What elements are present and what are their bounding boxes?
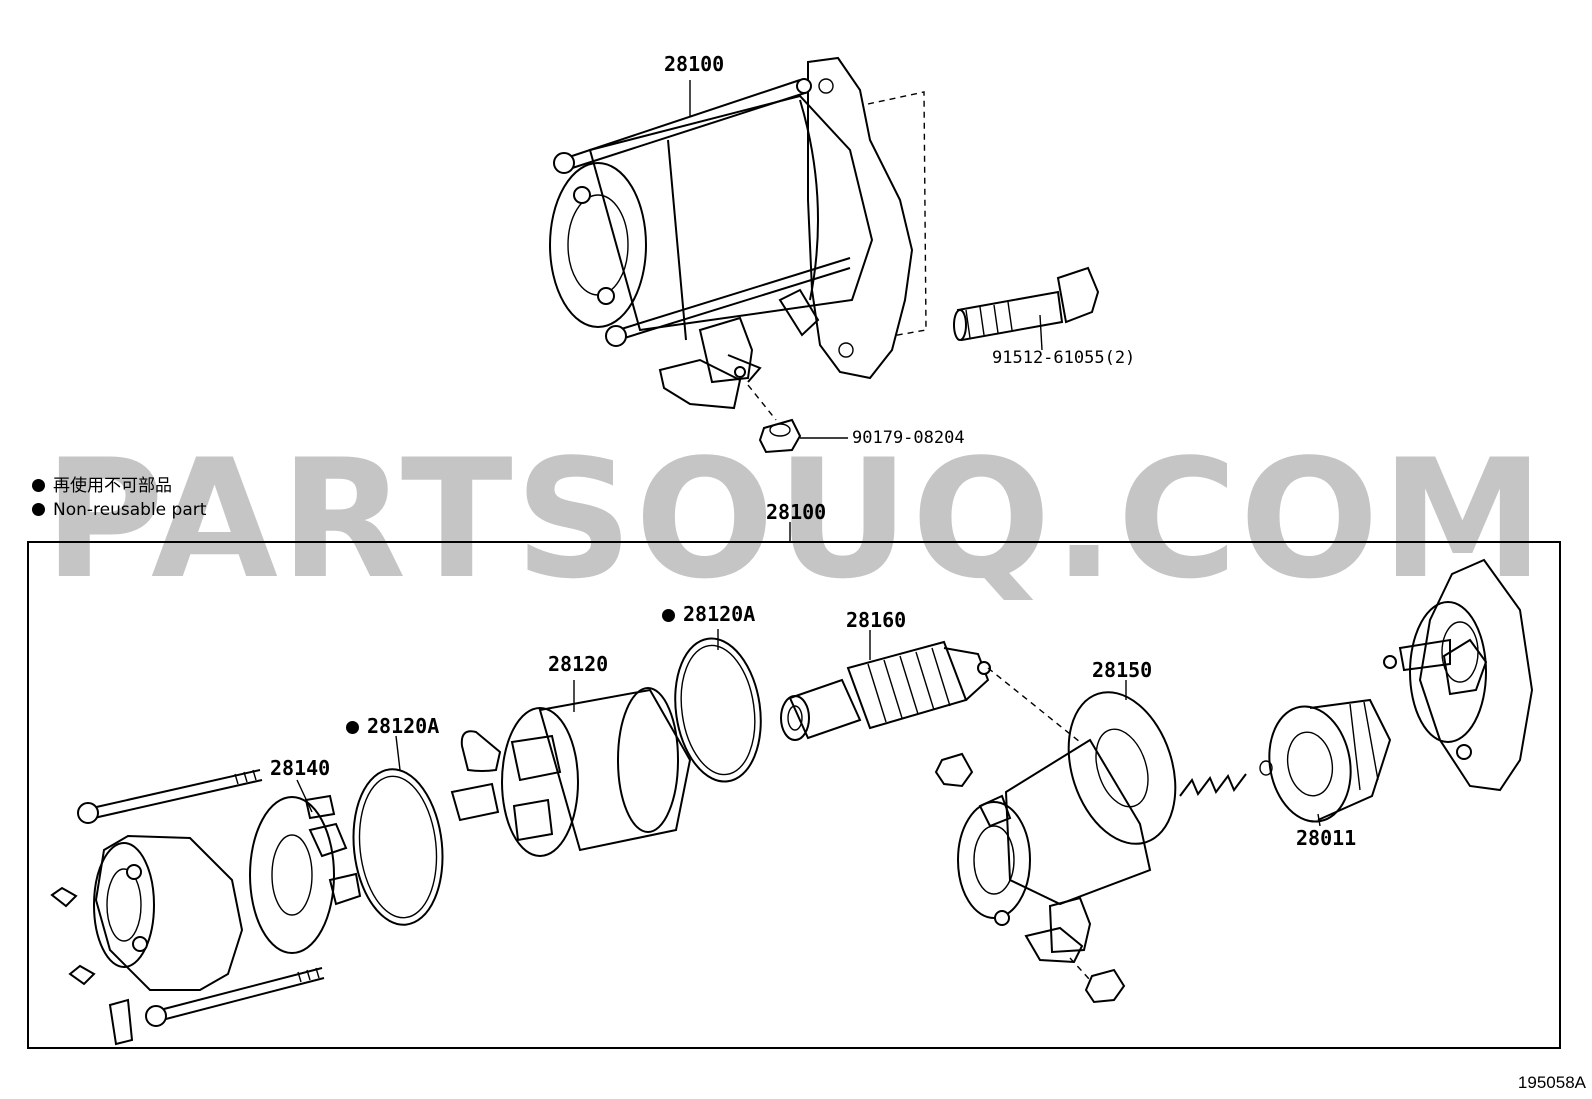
callout-ring-right[interactable]: 28120A xyxy=(662,604,755,624)
non-reusable-icon xyxy=(346,721,359,734)
bullet-icon xyxy=(32,503,45,516)
callout-solenoid[interactable]: 28150 xyxy=(1092,658,1153,682)
starter-assembly-drawing xyxy=(549,56,1100,454)
legend-item-en: Non-reusable part xyxy=(32,502,206,519)
figure-number: 195058A xyxy=(1517,1073,1586,1092)
callout-ring-left-text: 28120A xyxy=(367,714,440,738)
callout-ring-left[interactable]: 28120A xyxy=(346,716,439,736)
callout-clutch[interactable]: 28011 xyxy=(1296,826,1357,850)
callout-ring-right-text: 28120A xyxy=(683,602,756,626)
legend-text-jp: 再使用不可部品 xyxy=(53,476,172,496)
legend-item-jp: 再使用不可部品 xyxy=(32,478,172,495)
legend-text-en: Non-reusable part xyxy=(53,500,207,520)
non-reusable-icon xyxy=(662,609,675,622)
callout-nut[interactable]: 90179-08204 xyxy=(852,428,965,448)
callout-yoke[interactable]: 28120 xyxy=(548,652,609,676)
callout-bolt[interactable]: 91512-61055(2) xyxy=(992,348,1136,368)
callout-28100-frame[interactable]: 28100 xyxy=(766,500,827,524)
callout-armature[interactable]: 28160 xyxy=(846,608,907,632)
callout-28100-top[interactable]: 28100 xyxy=(664,52,725,76)
exploded-view-drawing xyxy=(50,558,1534,1046)
callout-brush-holder[interactable]: 28140 xyxy=(270,756,331,780)
bullet-icon xyxy=(32,479,45,492)
exploded-view-frame xyxy=(27,541,1561,1049)
